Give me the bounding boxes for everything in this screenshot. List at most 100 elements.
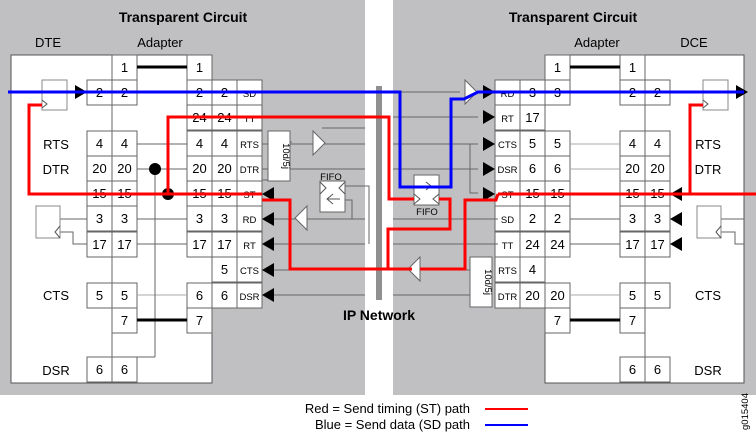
right-signal-dsr-cell [494, 155, 521, 182]
arrow-right-icon [483, 162, 495, 176]
adapter-b-pin-cell [186, 307, 213, 334]
right-signal-rd: RD [501, 89, 515, 100]
adapter-b-pin: 1 [196, 60, 203, 75]
adapter-a-pin: 4 [121, 136, 128, 151]
right-adapter-a-pin: 6 [529, 161, 536, 176]
adapter-b-pin: 3 [196, 211, 203, 226]
adapter-c-pin: 6 [221, 288, 228, 303]
dte-label-rts: RTS [43, 137, 69, 152]
dce-label-cts: CTS [695, 288, 721, 303]
arrow-left-icon [262, 212, 274, 226]
adapter-c-pin-cell [211, 231, 238, 258]
legend: Red = Send timing (ST) path Blue = Send … [305, 401, 528, 432]
left-signal-dtr-cell [236, 155, 263, 182]
right-adapter-b-pin: 5 [554, 136, 561, 151]
right-jitter-buffer: 10d/5j [469, 256, 493, 308]
dte-pin-cell [86, 282, 113, 309]
right-adapter-c-pin: 4 [629, 136, 636, 151]
legend-red-text: Red = Send timing (ST) path [305, 401, 470, 416]
dte-label-dtr: DTR [43, 162, 70, 177]
dce-pin-cell [644, 282, 671, 309]
left-signal-sd: SD [243, 89, 256, 100]
right-adapter-a-pin: 2 [529, 211, 536, 226]
left-dte-header: DTE [35, 35, 61, 50]
left-signal-rt-cell [236, 231, 263, 258]
dce-pin: 17 [650, 237, 664, 252]
arrow-left-icon [670, 237, 682, 251]
right-signal-dsr: DSR [497, 165, 517, 176]
adapter-c-pin: 3 [221, 211, 228, 226]
left-wires [55, 80, 370, 383]
left-title: Transparent Circuit [119, 9, 248, 25]
right-title: Transparent Circuit [509, 9, 638, 25]
svg-text:10d/5j: 10d/5j [482, 269, 493, 295]
right-signal-cts-cell [494, 130, 521, 157]
left-adapter-header: Adapter [137, 35, 183, 50]
right-adapter-c-pin-cell [619, 155, 646, 182]
dce-pin: 20 [650, 161, 664, 176]
arrow-left-icon [262, 263, 274, 277]
signal-arrows [75, 85, 748, 302]
right-adapter-b-pin: 7 [554, 313, 561, 328]
adapter-b-pin-cell [186, 155, 213, 182]
right-adapter-b-pin: 20 [550, 288, 564, 303]
dte-pin: 6 [96, 362, 103, 377]
dte-pin: 17 [92, 237, 106, 252]
right-adapter-a-pin: 17 [525, 110, 539, 125]
figure-id: g015404 [740, 393, 751, 430]
left-signal-dtr: DTR [240, 165, 260, 176]
right-adapter-b-pin-cell [544, 205, 571, 232]
left-jitter-buffer: 10d/5j [267, 130, 291, 182]
adapter-c-pin: 20 [217, 161, 231, 176]
right-adapter-b-pin: 1 [554, 60, 561, 75]
right-signal-sd-cell [494, 205, 521, 232]
adapter-c-pin-cell [211, 256, 238, 283]
right-adapter-a-pin: 24 [525, 237, 539, 252]
adapter-a-pin: 5 [121, 288, 128, 303]
right-adapter-c-pin: 3 [629, 211, 636, 226]
right-adapter-a-pin: 5 [529, 136, 536, 151]
left-signal-rts: RTS [240, 140, 259, 151]
right-adapter-c-pin: 7 [629, 313, 636, 328]
left-signal-rt: RT [243, 241, 256, 252]
dce-pin-cell [644, 205, 671, 232]
right-adapter-c-pin-cell [619, 282, 646, 309]
st-path-red [27, 103, 756, 271]
right-adapter-a-pin: 20 [525, 288, 539, 303]
adapter-b-pin: 20 [192, 161, 206, 176]
adapter-c-pin: 5 [221, 262, 228, 277]
left-signal-dsr-cell [236, 282, 263, 309]
adapter-c-pin-cell [211, 155, 238, 182]
right-signal-dtr: DTR [498, 292, 518, 303]
right-adapter-b-pin: 24 [550, 237, 564, 252]
right-adapter-c-pin: 6 [629, 362, 636, 377]
right-fifo: FIFO [413, 174, 440, 218]
adapter-b-pin-cell [186, 282, 213, 309]
dte-pin-cell [86, 356, 113, 383]
right-adapter-c-pin: 5 [629, 288, 636, 303]
right-adapter-a-pin-cell [519, 256, 546, 283]
right-adapter-header: Adapter [574, 35, 620, 50]
right-signal-rt-cell [494, 104, 521, 131]
dte-flip-flop [41, 79, 68, 111]
right-adapter-c-pin-cell [619, 356, 646, 383]
right-adapter-b-pin-cell [544, 155, 571, 182]
right-adapter-c-pin: 17 [625, 237, 639, 252]
dte-pin: 20 [92, 161, 106, 176]
right-adapter-c-pin-cell [619, 205, 646, 232]
left-signal-cts-cell [236, 256, 263, 283]
arrow-right-icon [483, 137, 495, 151]
dte-label-dsr: DSR [42, 363, 69, 378]
dte-pin: 4 [96, 136, 103, 151]
right-adapter-b-pin: 6 [554, 161, 561, 176]
dce-flip-flop [702, 79, 729, 111]
adapter-b-pin-cell [186, 54, 213, 81]
right-signal-sd: SD [501, 215, 514, 226]
adapter-a-pin: 6 [121, 362, 128, 377]
dce-label-rts: RTS [695, 137, 721, 152]
legend-blue-text: Blue = Send data (SD path [315, 417, 470, 432]
right-adapter-a-pin-cell [519, 104, 546, 131]
adapter-b-pin: 6 [196, 288, 203, 303]
dte-receive-flip-flop [35, 205, 61, 239]
